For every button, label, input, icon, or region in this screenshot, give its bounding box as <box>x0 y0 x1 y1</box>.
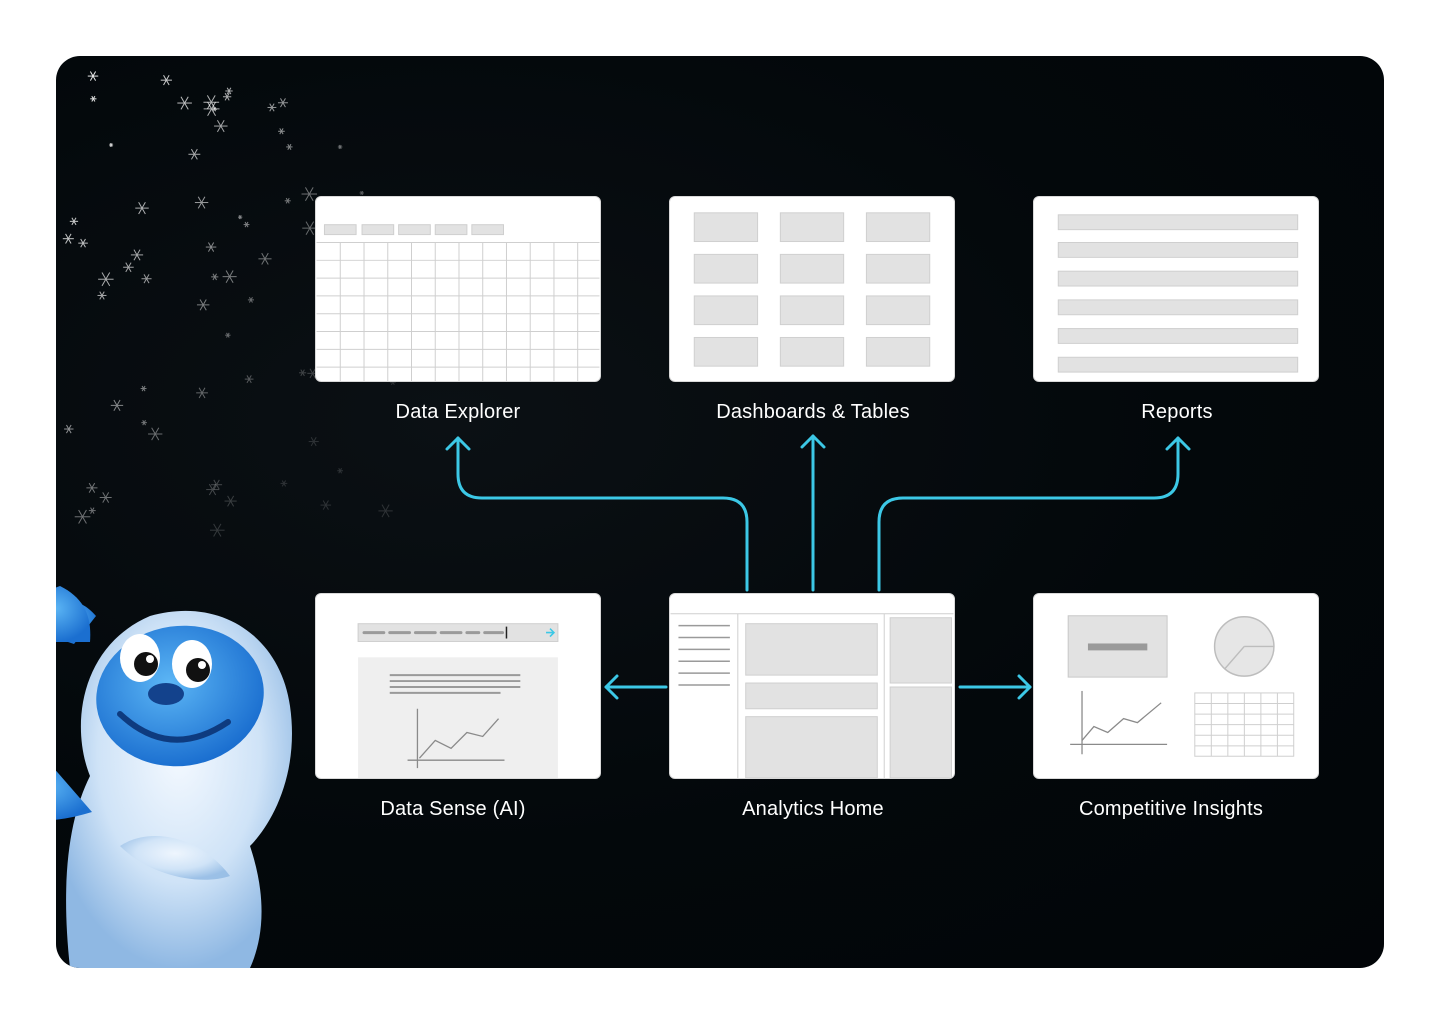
snowflake-icon <box>110 399 124 412</box>
snowflake-icon <box>214 119 228 133</box>
snowflake-icon <box>203 101 220 117</box>
snowflake-icon <box>88 507 96 514</box>
spreadsheet-thumbnail <box>316 224 600 381</box>
snowflake-icon <box>188 148 201 160</box>
snowflake-icon <box>177 96 192 110</box>
snowflake-icon <box>244 375 254 384</box>
arrow-to-reports <box>877 436 1180 592</box>
snowflake-icon <box>97 291 107 300</box>
report-rows-thumbnail <box>1057 214 1299 373</box>
snowflake-icon <box>206 483 219 496</box>
snowflake-icon <box>90 95 97 102</box>
snowflake-icon <box>86 482 98 493</box>
snowflake-icon <box>277 98 288 108</box>
snowflake-icon <box>64 424 74 434</box>
reports-label: Reports <box>1141 401 1213 423</box>
snowflake-icon <box>238 215 243 220</box>
snowflake-icon <box>359 190 364 196</box>
analytics-home-thumbnail <box>670 613 954 778</box>
ai-chat-thumbnail <box>357 623 559 778</box>
snowflake-icon <box>225 87 233 95</box>
snowflake-icon <box>286 143 293 150</box>
snowflake-icon <box>99 492 112 503</box>
snowflake-icon <box>224 495 237 507</box>
snowflake-icon <box>378 504 393 518</box>
data-sense-card[interactable] <box>315 593 601 779</box>
snowflake-icon <box>243 221 250 228</box>
snowflake-icon <box>211 273 219 281</box>
snowflake-icon <box>78 238 88 248</box>
snowflake-icon <box>301 187 318 201</box>
snowflake-icon <box>258 252 272 265</box>
snowflake-icon <box>308 436 319 447</box>
snowflake-icon <box>196 299 210 311</box>
analytics-home-card[interactable] <box>669 593 955 779</box>
competitive-insights-card[interactable] <box>1033 593 1319 779</box>
send-arrow-icon <box>546 628 556 638</box>
arrow-to-data-explorer-head <box>445 436 471 451</box>
snowflake-icon <box>130 249 144 261</box>
dashboards-tables-label: Dashboards & Tables <box>716 401 910 423</box>
snowflake-icon <box>196 387 208 399</box>
snowflake-icon <box>135 202 149 215</box>
snowflake-icon <box>298 369 307 377</box>
snowflake-icon <box>74 509 91 524</box>
arrow-to-reports-head <box>1165 436 1191 451</box>
snowflake-icon <box>109 143 114 147</box>
snowflake-icon <box>337 144 343 150</box>
snowflake-icon <box>141 419 147 426</box>
snowflake-icon <box>223 92 232 101</box>
yeti-mascot <box>56 586 292 968</box>
snowflake-icon <box>69 217 79 226</box>
snowflake-icon <box>284 197 291 204</box>
snowflake-icon <box>337 468 344 474</box>
snowflake-icon <box>141 274 152 284</box>
arrow-to-dashboards-head <box>800 434 826 449</box>
reports-card[interactable] <box>1033 196 1319 382</box>
snowflake-icon <box>98 272 114 287</box>
snowflake-icon <box>194 196 209 209</box>
snowflake-icon <box>160 75 172 86</box>
snowflake-icon <box>140 385 147 392</box>
data-sense-label: Data Sense (AI) <box>380 798 526 820</box>
dashboards-tables-card[interactable] <box>669 196 955 382</box>
connector-arrows <box>445 434 1191 700</box>
snowflake-icon <box>267 103 277 112</box>
snowflake-icon <box>62 233 74 244</box>
snowflake-icon <box>280 480 288 487</box>
snowflake-icon <box>302 221 318 235</box>
snowflake-icon <box>205 242 217 252</box>
snowflake-icon <box>320 500 332 510</box>
analytics-home-label: Analytics Home <box>742 798 884 820</box>
arrow-to-data-sense-head <box>604 674 619 700</box>
snowflake-icon <box>225 332 231 338</box>
snowflake-icon <box>222 270 237 283</box>
snowflake-icon <box>148 427 163 441</box>
snowflake-icon <box>123 262 134 273</box>
arrow-to-data-explorer <box>456 436 749 592</box>
diagram-panel: Data Explorer Dashboards & Tables Report… <box>56 56 1384 968</box>
snowflake-icon <box>211 479 223 490</box>
dashboard-tiles-thumbnail <box>693 212 931 367</box>
snowflake-icon <box>278 128 285 135</box>
data-explorer-card[interactable] <box>315 196 601 382</box>
snowflake-icon <box>209 523 225 537</box>
competitive-insights-thumbnail <box>1067 615 1295 757</box>
snowflake-icon <box>203 95 220 110</box>
data-explorer-label: Data Explorer <box>395 401 521 423</box>
snowflake-icon <box>87 71 99 81</box>
arrow-to-competitive-head <box>1017 674 1032 700</box>
snowflake-icon <box>247 296 254 303</box>
competitive-insights-label: Competitive Insights <box>1078 798 1264 820</box>
